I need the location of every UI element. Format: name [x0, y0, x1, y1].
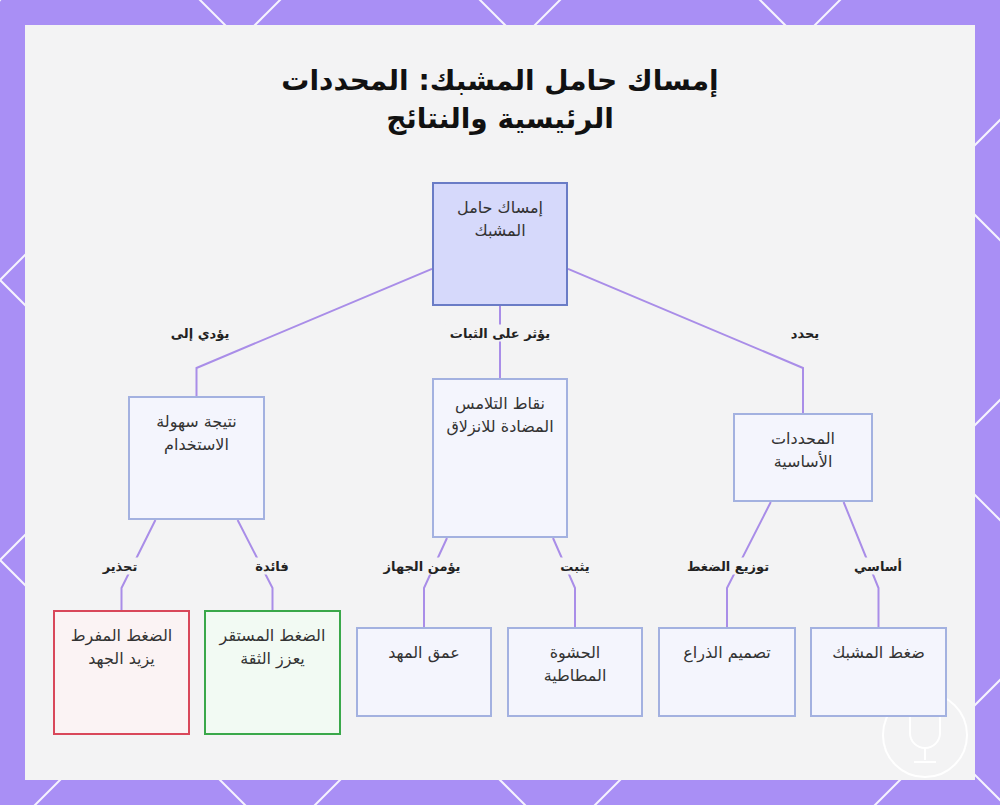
- edge-label: فائدة: [251, 558, 292, 575]
- connector-line: [424, 538, 447, 627]
- root-box: إمساك حامل المشبك: [432, 182, 568, 306]
- factor-box: نقاط التلامس المضادة للانزلاق: [432, 378, 568, 538]
- node-label: ضغط المشبك: [824, 641, 933, 664]
- connector-line: [568, 269, 803, 413]
- leaf-box: الحشوة المطاطية: [507, 627, 643, 717]
- connector-line: [553, 538, 575, 627]
- edge-label: يؤدي إلى: [167, 325, 234, 342]
- node-label: الحشوة المطاطية: [521, 641, 629, 687]
- panel: [25, 25, 975, 780]
- connector-line: [499, 306, 501, 378]
- diagram-title: إمساك حامل المشبك: المحددات الرئيسية وال…: [270, 62, 730, 138]
- node-label: المحددات الأساسية: [747, 427, 859, 473]
- node-label: نتيجة سهولة الاستخدام: [142, 410, 251, 456]
- node-label: الضغط المفرط يزيد الجهد: [67, 624, 176, 670]
- node-label: الضغط المستقر يعزز الثقة: [218, 624, 327, 670]
- node-label: عمق المهد: [370, 641, 478, 664]
- node-label: إمساك حامل المشبك: [446, 196, 554, 242]
- warning-box: الضغط المفرط يزيد الجهد: [53, 610, 190, 735]
- benefit-box: الضغط المستقر يعزز الثقة: [204, 610, 341, 735]
- factor-box: المحددات الأساسية: [733, 413, 873, 502]
- edge-label: تحذير: [99, 558, 142, 575]
- outcome-box: نتيجة سهولة الاستخدام: [128, 396, 265, 520]
- edge-label: يؤثر على الثبات: [446, 325, 554, 342]
- edge-label: توزيع الضغط: [683, 558, 773, 575]
- leaf-box: تصميم الذراع: [658, 627, 796, 717]
- node-label: نقاط التلامس المضادة للانزلاق: [446, 392, 554, 438]
- edge-label: يحدد: [787, 325, 823, 342]
- leaf-box: ضغط المشبك: [810, 627, 947, 717]
- edge-label: يثبت: [556, 558, 593, 575]
- leaf-box: عمق المهد: [356, 627, 492, 717]
- edge-label: أساسي: [850, 558, 906, 575]
- edge-label: يؤمن الجهاز: [380, 558, 465, 575]
- node-label: تصميم الذراع: [672, 641, 782, 664]
